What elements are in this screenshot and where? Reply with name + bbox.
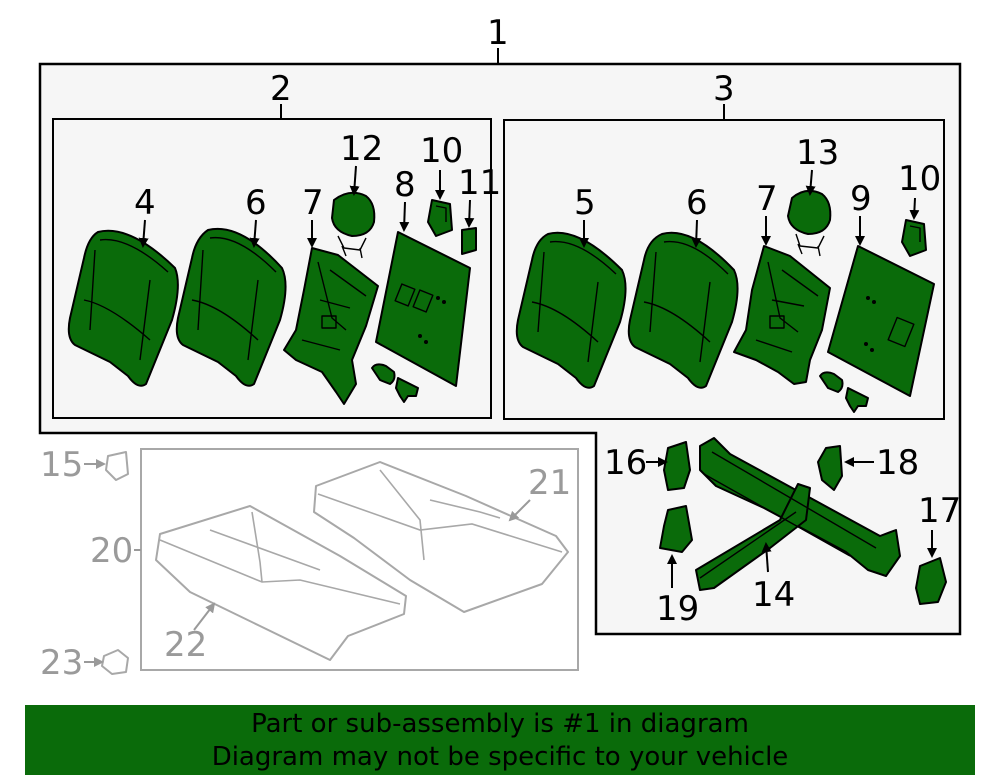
callout-10b: 10: [898, 159, 941, 199]
latch-10-left[interactable]: [427, 199, 453, 237]
callout-16: 16: [604, 443, 647, 483]
callout-1: 1: [487, 13, 509, 53]
seatback-cover-5[interactable]: [515, 231, 627, 389]
callout-12: 12: [340, 129, 383, 169]
callout-14: 14: [752, 575, 795, 615]
seatback-pad-6-right[interactable]: [627, 231, 739, 389]
seatback-frame-7[interactable]: [283, 247, 379, 405]
seatback-cover-4[interactable]: [67, 229, 179, 387]
back-panel-9[interactable]: [827, 245, 935, 397]
seatback-frame-7-right[interactable]: [733, 245, 831, 385]
clip-15[interactable]: [105, 451, 129, 481]
seatback-pad-6[interactable]: [175, 227, 287, 387]
callout-21: 21: [528, 463, 571, 503]
banner-line-1: Part or sub-assembly is #1 in diagram: [251, 709, 749, 739]
hardware-right[interactable]: [819, 371, 869, 413]
callout-7b: 7: [756, 179, 778, 219]
clip-23[interactable]: [101, 649, 129, 675]
callout-19: 19: [656, 589, 699, 629]
bracket-16[interactable]: [663, 441, 691, 491]
leader-arrows: [84, 165, 937, 667]
callout-7a: 7: [302, 183, 324, 223]
callout-2: 2: [270, 69, 292, 109]
callout-6a: 6: [245, 183, 267, 223]
callout-23: 23: [40, 643, 83, 683]
callout-15: 15: [40, 445, 83, 485]
seat-frame-14[interactable]: [695, 437, 901, 591]
bracket-18[interactable]: [817, 445, 843, 491]
callout-11: 11: [458, 163, 501, 203]
seat-cushion-22[interactable]: [155, 505, 407, 661]
callout-9: 9: [850, 179, 872, 219]
bracket-19[interactable]: [659, 505, 693, 553]
callout-8: 8: [394, 165, 416, 205]
callout-5: 5: [574, 183, 596, 223]
callout-3: 3: [713, 69, 735, 109]
bezel-11[interactable]: [461, 227, 477, 255]
banner-line-2: Diagram may not be specific to your vehi…: [211, 742, 789, 772]
cover-17[interactable]: [915, 557, 947, 605]
callout-20: 20: [90, 531, 133, 571]
callout-17: 17: [918, 491, 961, 531]
seat-cushion-21[interactable]: [313, 461, 569, 613]
callout-18: 18: [876, 443, 919, 483]
disclaimer-banner: Part or sub-assembly is #1 in diagram Di…: [25, 705, 975, 775]
latch-10-right[interactable]: [901, 219, 927, 257]
callout-22: 22: [164, 625, 207, 665]
callout-13: 13: [796, 133, 839, 173]
callout-6b: 6: [686, 183, 708, 223]
back-panel-8[interactable]: [375, 231, 471, 387]
callout-4: 4: [134, 183, 156, 223]
hardware-left[interactable]: [371, 363, 419, 403]
callout-10a: 10: [420, 131, 463, 171]
